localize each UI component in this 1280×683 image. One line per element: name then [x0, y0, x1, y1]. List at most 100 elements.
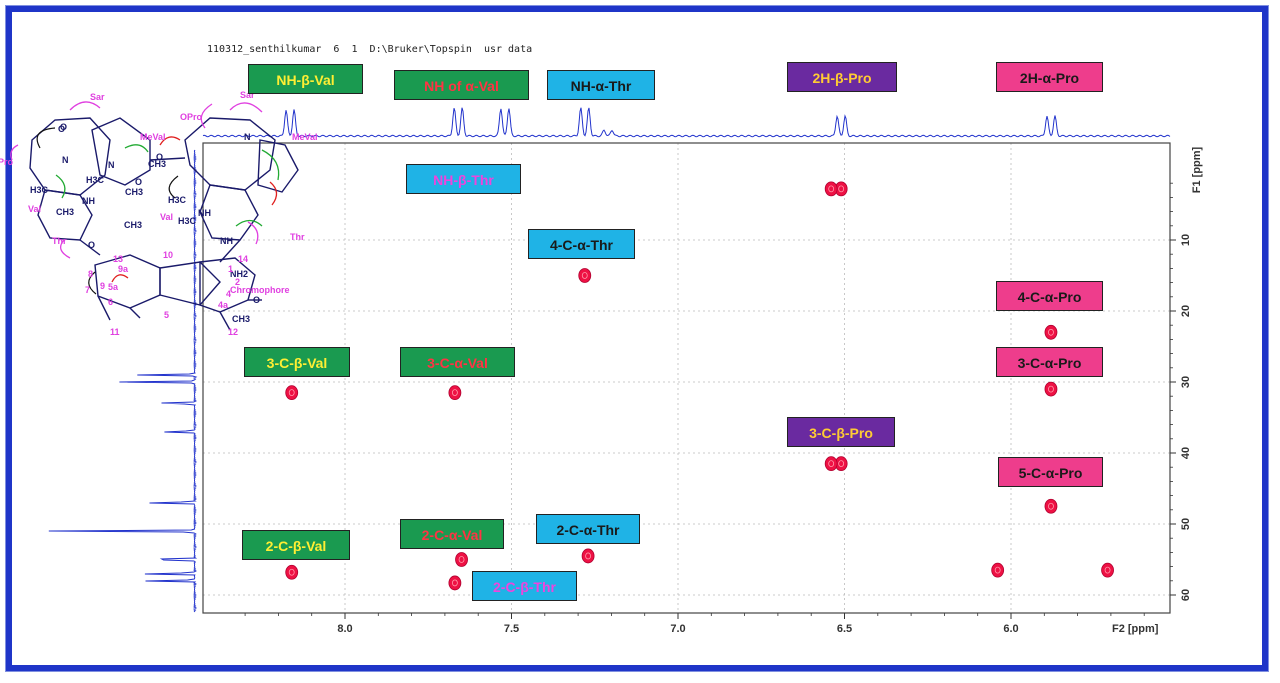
- y-tick-label: 20: [1180, 305, 1192, 317]
- molecule-residue-labels: Thr: [52, 236, 67, 246]
- annotation-label: 2H-α-Pro: [996, 62, 1103, 92]
- molecule-atom-labels: N: [62, 155, 69, 165]
- annotation-label-text: 2-C-β-Val: [242, 530, 350, 560]
- cross-peak-contour: [1048, 385, 1054, 393]
- cross-peak-contour: [288, 389, 295, 397]
- cross-peak-contour: [1048, 502, 1054, 510]
- molecule-atom-labels: O: [253, 295, 260, 305]
- molecule-residue-labels: Val: [28, 204, 41, 214]
- annotation-label: 2-C-α-Thr: [536, 514, 640, 544]
- cross-peak-contour: [288, 568, 295, 576]
- molecule-numbers: 4a: [218, 300, 229, 310]
- molecule-atom-labels: Chromophore: [230, 285, 290, 295]
- annotation-label: NH-β-Val: [248, 64, 363, 94]
- annotation-label-text: 3-C-α-Val: [400, 347, 515, 377]
- annotation-label-text: 2H-β-Pro: [787, 62, 897, 92]
- molecule-atom-labels: NH: [198, 208, 211, 218]
- annotation-label-text: 2-C-α-Thr: [536, 514, 640, 544]
- annotation-label: 2H-β-Pro: [787, 62, 897, 92]
- x-tick-label: 7.0: [670, 623, 685, 635]
- molecule-atom-labels: CH3: [232, 314, 250, 324]
- cross-peak-contour: [838, 185, 845, 193]
- figure-border: [6, 6, 1268, 671]
- annotation-label-text: NH-β-Val: [248, 64, 363, 94]
- molecule-atom-labels: NH2: [230, 269, 248, 279]
- molecule-residue-labels: OPro: [180, 112, 203, 122]
- cross-peak-contour: [585, 552, 591, 560]
- cross-peak-contour: [581, 272, 588, 279]
- molecule-atom-labels: N: [244, 132, 251, 142]
- molecule-numbers: 13: [113, 254, 123, 264]
- cross-peak-contour: [994, 566, 1001, 574]
- annotation-label: 3-C-α-Pro: [996, 347, 1103, 377]
- molecule-atom-labels: CH3: [56, 207, 74, 217]
- annotation-label-text: 4-C-α-Pro: [996, 281, 1103, 311]
- annotation-label-text: NH of α-Val: [394, 70, 529, 100]
- molecule-atom-labels: N: [108, 160, 115, 170]
- molecule-atom-labels: O: [88, 240, 95, 250]
- annotation-label-text: 2-C-α-Val: [400, 519, 504, 549]
- cross-peak: [448, 575, 462, 591]
- f2-projection-spectrum: [202, 107, 1171, 138]
- cross-peak-contour: [451, 579, 458, 587]
- annotation-label-text: 3-C-β-Pro: [787, 417, 895, 447]
- molecule-numbers: 9: [100, 281, 105, 291]
- molecule-numbers: 5a: [108, 282, 119, 292]
- cross-peak-contour: [458, 556, 465, 563]
- molecule-atom-labels: CH3: [125, 187, 143, 197]
- annotation-label: 2-C-α-Val: [400, 519, 504, 549]
- y-tick-label: 10: [1180, 234, 1192, 246]
- annotation-label: 4-C-α-Pro: [996, 281, 1103, 311]
- y-tick-label: 40: [1180, 447, 1192, 459]
- y-axis-label: F1 [ppm]: [1191, 146, 1203, 193]
- molecule-atom-labels: H3C: [178, 216, 197, 226]
- annotation-labels: NH-β-Val NH of α-Val NH-α-Thr 2H-β-Pro 2H-α-…: [242, 62, 1103, 601]
- cross-peak-contour: [838, 460, 845, 468]
- x-tick-label: 6.5: [837, 623, 852, 635]
- annotation-label: 3-C-β-Pro: [787, 417, 895, 447]
- cross-peak: [581, 548, 595, 564]
- molecule-numbers: 1: [228, 264, 233, 274]
- y-tick-label: 60: [1180, 589, 1192, 601]
- molecule-atom-labels: CH3: [124, 220, 142, 230]
- cross-peak-contour: [1048, 328, 1054, 336]
- cross-peak: [824, 181, 838, 197]
- cross-peak-contour: [828, 460, 835, 468]
- cross-peak: [285, 385, 299, 401]
- cross-peak: [578, 268, 592, 283]
- cross-peak: [824, 456, 838, 472]
- molecule-residue-labels: Thr: [290, 232, 305, 242]
- molecule-residue-labels: MeVal: [292, 132, 318, 142]
- molecule-numbers: 4: [226, 289, 231, 299]
- molecule-residue-labels: Sar: [240, 90, 255, 100]
- annotation-label: 4-C-α-Thr: [528, 229, 635, 259]
- molecule-residue-labels: Sar: [90, 92, 105, 102]
- annotation-label: NH-α-Thr: [547, 70, 655, 100]
- grid: [203, 143, 1170, 613]
- molecule-atom-labels: NH: [82, 196, 95, 206]
- molecule-atom-labels: O: [60, 122, 67, 132]
- molecule-residue-labels: Pro: [0, 157, 14, 167]
- molecule-numbers: 6: [108, 297, 113, 307]
- molecule-numbers: 10: [163, 250, 173, 260]
- x-tick-label: 8.0: [337, 623, 352, 635]
- cross-peak-contour: [451, 389, 458, 397]
- cross-peaks: [285, 181, 1114, 591]
- cross-peak: [1101, 562, 1114, 578]
- y-tick-label: 50: [1180, 518, 1192, 530]
- molecule-structure: [10, 101, 299, 331]
- molecule-numbers: 9a: [118, 264, 129, 274]
- molecule-atom-labels: O: [156, 152, 163, 162]
- cross-peak: [1044, 324, 1058, 340]
- x-tick-label: 6.0: [1003, 623, 1018, 635]
- cross-peak-contour: [1104, 566, 1111, 574]
- annotation-label-text: NH-α-Thr: [547, 70, 655, 100]
- annotation-label: 2-C-β-Val: [242, 530, 350, 560]
- molecule-numbers: 5: [164, 310, 169, 320]
- annotation-label-text: 2-C-β-Thr: [472, 571, 577, 601]
- molecule-numbers: 2: [235, 277, 240, 287]
- annotation-label-text: NH-β-Thr: [406, 164, 521, 194]
